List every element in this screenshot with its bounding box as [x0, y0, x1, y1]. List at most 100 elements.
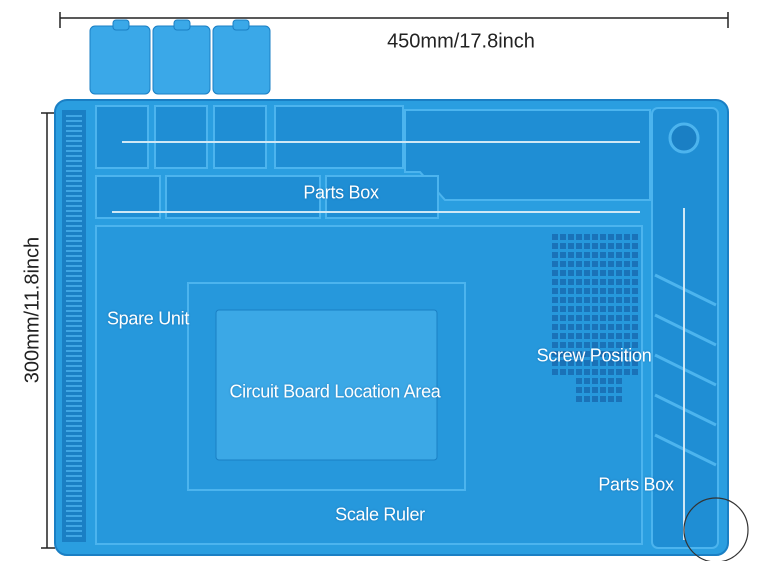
screw-hole: [552, 360, 558, 366]
spare-unit-label: Spare Unit: [106, 308, 190, 329]
screw-hole: [568, 324, 574, 330]
screw-hole: [568, 351, 574, 357]
screw-hole: [600, 270, 606, 276]
screw-hole: [632, 333, 638, 339]
screw-hole: [552, 252, 558, 258]
screw-hole: [584, 270, 590, 276]
screw-hole: [608, 243, 614, 249]
screw-hole: [560, 288, 566, 294]
parts-box-right-label: Parts Box: [598, 474, 674, 495]
height-dimension-line: [41, 112, 55, 549]
screw-hole: [568, 306, 574, 312]
screw-hole: [600, 315, 606, 321]
screw-hole: [560, 324, 566, 330]
circuit-board-inner: [215, 309, 438, 461]
screw-hole: [552, 333, 558, 339]
screw-hole: [592, 387, 598, 393]
screw-hole: [584, 279, 590, 285]
screw-hole: [608, 324, 614, 330]
screw-hole: [624, 306, 630, 312]
screw-hole: [584, 387, 590, 393]
screw-hole: [600, 243, 606, 249]
screw-hole: [560, 297, 566, 303]
scale-ruler-label: Scale Ruler: [335, 504, 425, 525]
screw-hole: [608, 234, 614, 240]
screw-hole: [584, 297, 590, 303]
screw-hole: [592, 342, 598, 348]
screw-hole: [608, 333, 614, 339]
screw-hole: [624, 270, 630, 276]
screw-hole: [616, 333, 622, 339]
screw-hole: [624, 351, 630, 357]
screw-hole: [616, 342, 622, 348]
screw-hole: [632, 288, 638, 294]
screw-hole: [568, 369, 574, 375]
screw-hole: [600, 288, 606, 294]
screw-hole: [592, 306, 598, 312]
screw-hole: [600, 396, 606, 402]
screw-hole: [592, 252, 598, 258]
screw-hole: [600, 342, 606, 348]
screw-grid: [552, 234, 638, 402]
screw-hole: [576, 378, 582, 384]
screw-hole: [600, 333, 606, 339]
screw-hole: [592, 324, 598, 330]
screw-hole: [576, 279, 582, 285]
screw-hole: [576, 369, 582, 375]
screw-hole: [576, 306, 582, 312]
parts-box-top-label: Parts Box: [303, 182, 379, 203]
screw-hole: [576, 360, 582, 366]
screw-hole: [552, 369, 558, 375]
screw-hole: [600, 279, 606, 285]
screw-hole: [576, 261, 582, 267]
screw-hole: [616, 234, 622, 240]
screw-position-label: Screw Position: [536, 345, 652, 366]
screw-hole: [584, 234, 590, 240]
screw-hole: [552, 315, 558, 321]
screw-hole: [584, 288, 590, 294]
screw-hole: [632, 369, 638, 375]
screw-hole: [560, 369, 566, 375]
screw-hole: [552, 279, 558, 285]
screw-hole: [568, 297, 574, 303]
screw-hole: [600, 369, 606, 375]
screw-hole: [560, 270, 566, 276]
screw-hole: [576, 270, 582, 276]
screw-hole: [592, 333, 598, 339]
screw-hole: [632, 243, 638, 249]
circuit-board-outer: [187, 282, 466, 491]
screw-hole: [600, 351, 606, 357]
screw-hole: [576, 243, 582, 249]
screw-hole: [608, 387, 614, 393]
screw-hole: [552, 261, 558, 267]
round-cup: [668, 122, 700, 154]
screw-hole: [600, 306, 606, 312]
screw-hole: [608, 297, 614, 303]
screw-hole: [632, 270, 638, 276]
screw-hole: [560, 252, 566, 258]
screw-hole: [584, 342, 590, 348]
screw-hole: [560, 243, 566, 249]
screw-hole: [616, 360, 622, 366]
screw-hole: [592, 369, 598, 375]
screw-hole: [576, 324, 582, 330]
screw-hole: [560, 360, 566, 366]
screw-hole: [632, 234, 638, 240]
screw-hole: [584, 261, 590, 267]
screw-hole: [552, 234, 558, 240]
screw-hole: [568, 234, 574, 240]
screw-hole: [632, 351, 638, 357]
screw-hole: [568, 261, 574, 267]
screw-hole: [568, 333, 574, 339]
screw-hole: [576, 252, 582, 258]
screw-hole: [552, 324, 558, 330]
screw-hole: [560, 261, 566, 267]
screw-hole: [568, 315, 574, 321]
screw-hole: [552, 342, 558, 348]
screw-hole: [632, 261, 638, 267]
screw-hole: [632, 252, 638, 258]
screw-hole: [584, 360, 590, 366]
screw-hole: [568, 288, 574, 294]
